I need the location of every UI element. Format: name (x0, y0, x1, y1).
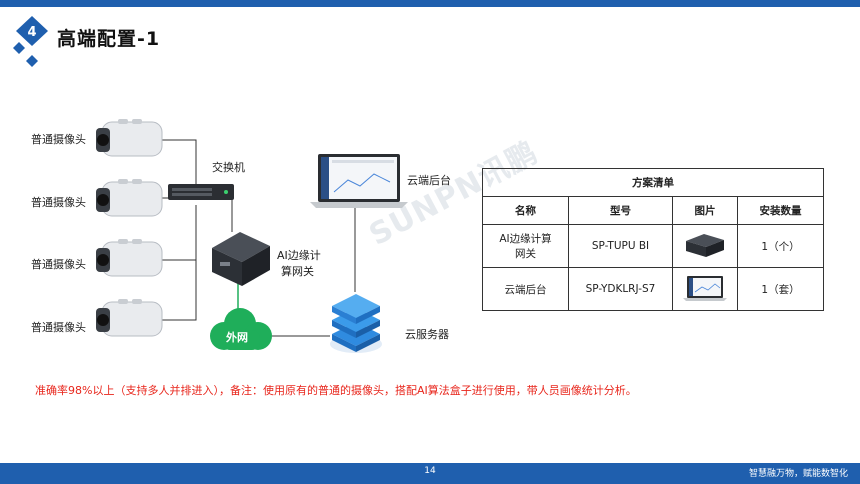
header-name: 名称 (482, 196, 569, 225)
camera1-link (160, 139, 197, 190)
connection-lines (160, 139, 356, 337)
edge-gateway-thumbnail-icon (686, 233, 724, 257)
cell-name: 云端后台 (482, 267, 569, 311)
plan-table: 方案清单 名称 型号 图片 安装数量 AI边缘计算 网关 SP-TUPU BI … (482, 168, 824, 311)
header-image: 图片 (672, 196, 738, 225)
network-switch-icon (168, 184, 234, 200)
cloud-server-icon (330, 294, 382, 353)
cell-quantity: 1（个） (737, 224, 824, 268)
camera-label-1: 普通摄像头 (31, 133, 86, 146)
camera-icon (96, 119, 163, 157)
cell-model: SP-YDKLRJ-S7 (568, 267, 673, 311)
camera-icon (96, 179, 163, 217)
top-accent-bar (0, 0, 860, 7)
camera-label-2: 普通摄像头 (31, 196, 86, 209)
cell-model: SP-TUPU BI (568, 224, 673, 268)
laptop-thumbnail-icon (683, 275, 727, 301)
cloud-server-label: 云服务器 (405, 328, 449, 341)
internet-label: 外网 (226, 331, 248, 344)
badge-number: 4 (27, 25, 36, 40)
badge-diamond-small-left (13, 42, 25, 54)
edge-gateway-label-line2: 算网关 (281, 265, 314, 278)
camera4-link (160, 260, 197, 321)
cell-image (672, 224, 738, 268)
laptop-icon (310, 154, 408, 208)
cell-name-line1: AI边缘计算 (499, 233, 552, 245)
accuracy-note: 准确率98%以上（支持多人并排进入），备注：使用原有的普通的摄像头，搭配AI算法… (35, 384, 637, 397)
badge-diamond-small-bottom (26, 55, 38, 67)
camera-label-4: 普通摄像头 (31, 321, 86, 334)
switch-label: 交换机 (212, 161, 245, 174)
camera-icon (96, 299, 163, 337)
plan-table-caption: 方案清单 (482, 168, 824, 197)
table-row: 云端后台 SP-YDKLRJ-S7 1（套） (482, 267, 824, 311)
camera-label-3: 普通摄像头 (31, 258, 86, 271)
edge-gateway-icon (212, 232, 270, 286)
header-model: 型号 (568, 196, 673, 225)
section-badge: 4 (13, 16, 48, 67)
cell-name-line2: 网关 (515, 248, 536, 260)
header-quantity: 安装数量 (737, 196, 824, 225)
cell-name: AI边缘计算 网关 (482, 224, 569, 268)
page-number: 14 (424, 466, 436, 476)
camera-icon (96, 239, 163, 277)
cell-quantity: 1（套） (737, 267, 824, 311)
cell-image (672, 267, 738, 311)
camera3-link (160, 205, 197, 261)
cloud-backend-label: 云端后台 (407, 174, 451, 187)
internet-cloud-icon (210, 308, 272, 350)
footer-slogan: 智慧融万物，赋能数智化 (748, 469, 848, 479)
edge-gateway-label-line1: AI边缘计 (277, 249, 321, 262)
table-row: AI边缘计算 网关 SP-TUPU BI 1（个） (482, 224, 824, 268)
footer-bar (0, 463, 860, 484)
badge-diamond (16, 16, 48, 46)
page-title: 高端配置-1 (57, 28, 161, 50)
